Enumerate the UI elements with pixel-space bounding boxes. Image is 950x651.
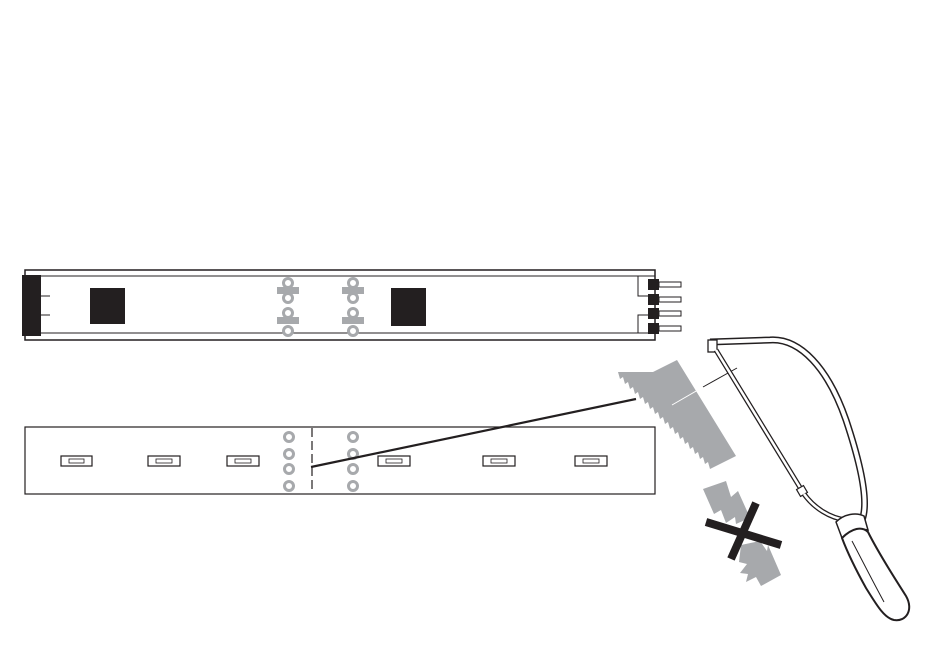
- copper-pad: [349, 465, 358, 474]
- copper-pad: [285, 433, 294, 442]
- solder-pad: [284, 309, 293, 318]
- solder-pad: [349, 309, 358, 318]
- hacksaw-handle: [842, 529, 909, 621]
- connector-pin: [659, 282, 681, 287]
- hacksaw-front-post: [708, 340, 717, 352]
- hacksaw-frame-outer: [710, 340, 865, 520]
- copper-pad: [285, 465, 294, 474]
- led-6: [575, 456, 607, 466]
- connector-pin-body: [648, 279, 659, 290]
- solder-pad: [349, 327, 358, 336]
- chip-right: [391, 288, 426, 326]
- chip-left: [90, 288, 125, 324]
- top-board: [22, 270, 681, 340]
- led-2: [148, 456, 180, 466]
- wrong-break-cross-icon: [703, 481, 781, 586]
- solder-pad: [349, 294, 358, 303]
- led-4: [378, 456, 410, 466]
- connector-pin-body: [648, 294, 659, 305]
- solder-pad: [349, 279, 358, 288]
- connector-pin: [659, 326, 681, 331]
- broken-piece-bottom: [739, 541, 781, 586]
- hacksaw-rear-frame: [804, 494, 846, 520]
- connector-pin: [659, 311, 681, 316]
- end-cap-block: [22, 275, 41, 336]
- hacksaw-icon: [708, 340, 909, 620]
- solder-bridge: [277, 317, 299, 324]
- led-5: [483, 456, 515, 466]
- copper-pad: [285, 482, 294, 491]
- solder-pad: [284, 294, 293, 303]
- copper-pad: [349, 433, 358, 442]
- connector-pin-body: [648, 323, 659, 334]
- connector-pin: [659, 297, 681, 302]
- solder-bridge: [342, 317, 364, 324]
- copper-pad: [349, 482, 358, 491]
- hacksaw-frame-inner: [710, 340, 865, 520]
- connector-pin-body: [648, 308, 659, 319]
- solder-pad: [284, 279, 293, 288]
- copper-pad: [285, 450, 294, 459]
- led-1: [61, 456, 92, 466]
- hacksaw-blade-inner: [716, 350, 804, 494]
- led-3: [227, 456, 259, 466]
- solder-pad: [284, 327, 293, 336]
